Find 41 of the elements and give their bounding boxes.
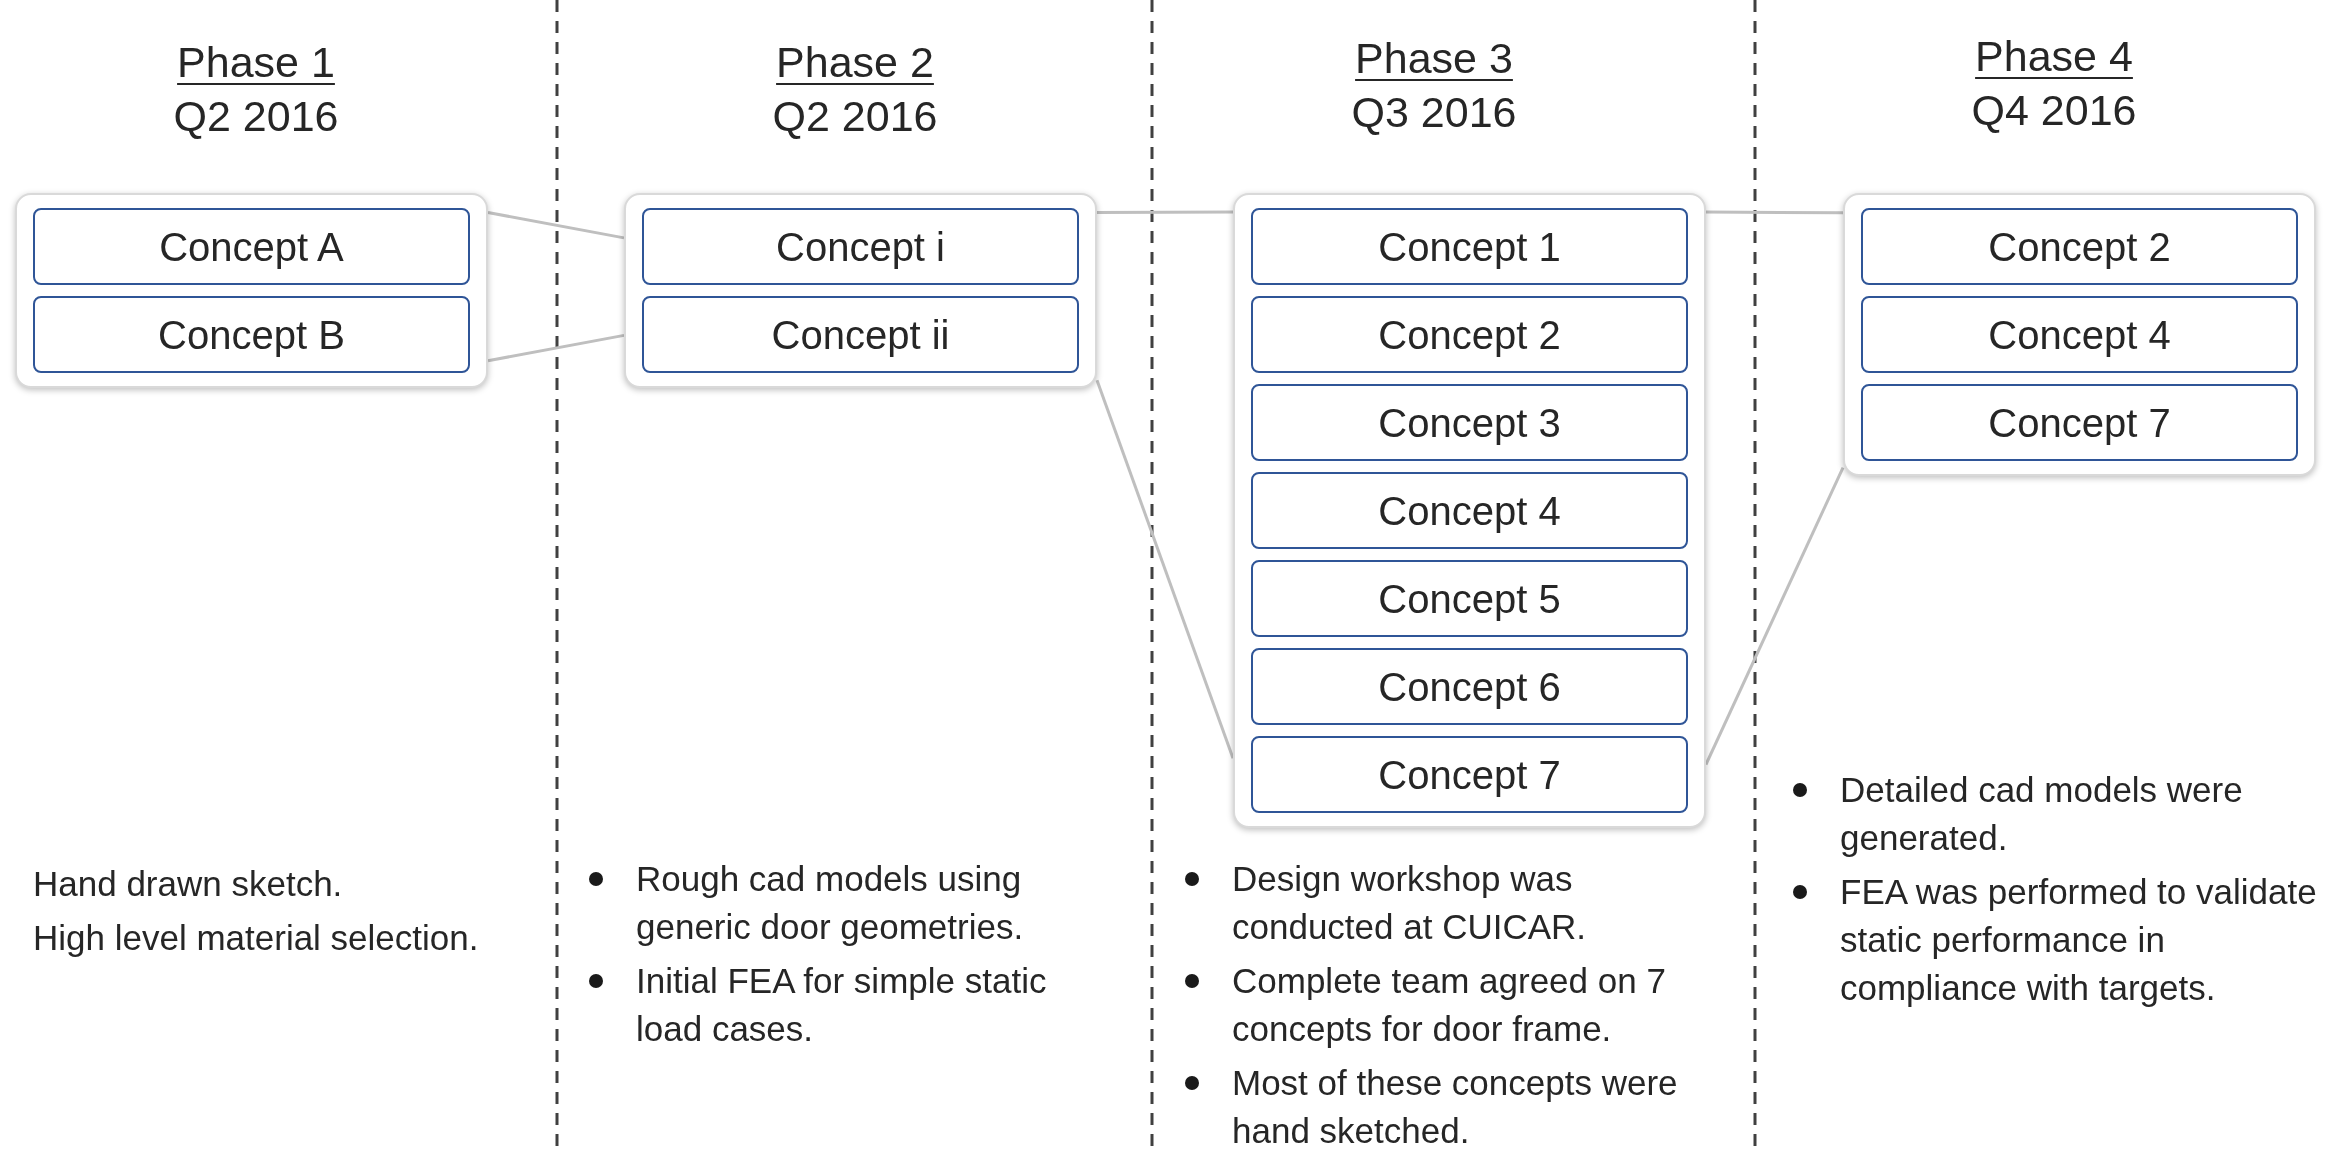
bullet-text: Initial FEA for simple static load cases. [636, 960, 1048, 1050]
concept-box: Concept 6 [1251, 648, 1688, 725]
concept-box: Concept 7 [1861, 384, 2298, 461]
concept-box: Concept 5 [1251, 560, 1688, 637]
bullet-text: Most of these concepts were hand sketched. [1232, 1062, 1679, 1152]
concept-box: Concept B [33, 296, 470, 373]
quarter-label: Q4 2016 [1971, 85, 2137, 136]
connector-line [487, 211, 625, 240]
phase-heading: Phase 4 [1975, 31, 2133, 82]
concept-box: Concept ii [642, 296, 1079, 373]
concept-box: Concept 2 [1861, 208, 2298, 285]
bullet-text: Design workshop was conducted at CUICAR. [1232, 858, 1588, 948]
quarter-label: Q2 2016 [173, 91, 339, 142]
phase-heading: Phase 2 [776, 37, 934, 88]
concept-box: Concept 3 [1251, 384, 1688, 461]
concept-box: Concept A [33, 208, 470, 285]
phase-panel [1233, 193, 1706, 828]
bullet-text: FEA was performed to validate static performance in compliance with targets. [1840, 871, 2318, 1009]
phase-panel [1843, 193, 2316, 476]
phase-heading: Phase 3 [1355, 33, 1513, 84]
bullet-text: Complete team agreed on 7 concepts for door frame. [1232, 960, 1667, 1050]
concept-box: Concept 7 [1251, 736, 1688, 813]
note-text: Hand drawn sketch. [33, 863, 344, 905]
concept-box: Concept i [642, 208, 1079, 285]
concept-box: Concept 1 [1251, 208, 1688, 285]
phase-panel [15, 193, 488, 388]
phase-heading: Phase 1 [177, 37, 335, 88]
concept-box: Concept 4 [1251, 472, 1688, 549]
note-text: High level material selection. [33, 917, 480, 959]
quarter-label: Q2 2016 [772, 91, 938, 142]
phase-panel [624, 193, 1097, 388]
bullet-text: Rough cad models using generic door geometries. [636, 858, 1025, 948]
concept-box: Concept 2 [1251, 296, 1688, 373]
connector-line [1095, 379, 1235, 759]
quarter-label: Q3 2016 [1351, 87, 1517, 138]
connector-line [1706, 210, 1843, 215]
connector-line [1097, 210, 1233, 214]
concept-box: Concept 4 [1861, 296, 2298, 373]
connector-line [1704, 466, 1845, 766]
connector-line [487, 333, 625, 363]
bullet-text: Detailed cad models were generated. [1840, 769, 2244, 859]
